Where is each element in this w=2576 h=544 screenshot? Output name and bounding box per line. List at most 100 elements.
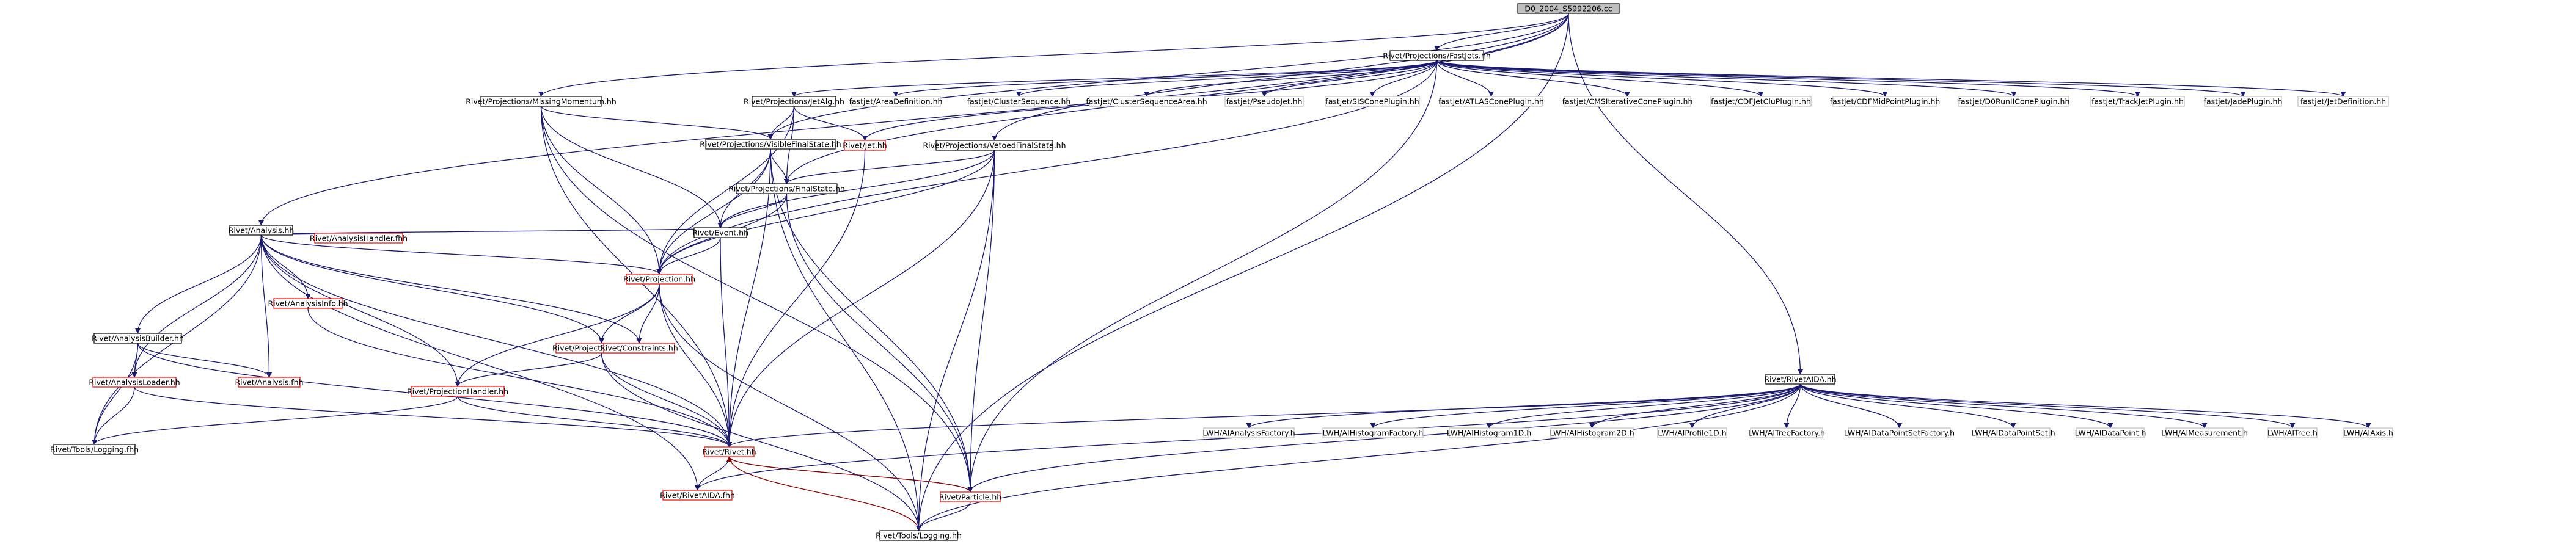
edge-root-to-logging (915, 13, 1569, 531)
edge-projhandler-to-logfhh (92, 396, 458, 445)
node-box (940, 491, 1001, 502)
node-event[interactable]: Rivet/Event.hh (692, 227, 748, 238)
edge-visiblefs-to-projection (656, 148, 771, 275)
edge-analysis-to-rivetaidafh (260, 234, 701, 491)
node-label: Rivet/Tools/Logging.fhh (50, 445, 139, 454)
node-rivet[interactable]: Rivet/Rivet.hh (702, 446, 756, 457)
edge-jet-to-rivet (726, 150, 866, 448)
node-jetalg[interactable]: Rivet/Projections/JetAlg.hh (744, 96, 844, 107)
edge-root-to-visiblefs (767, 13, 1569, 140)
node-rivetaidafh[interactable]: Rivet/RivetAIDA.fhh (660, 490, 735, 501)
node-analoader[interactable]: Rivet/AnalysisLoader.hh (89, 377, 180, 388)
node-label: fastjet/CDFJetCluPlugin.hh (1711, 97, 1811, 106)
edge-vetoedfs-to-finalstate (784, 150, 995, 184)
node-box (314, 233, 403, 244)
node-rivetaida[interactable]: Rivet/RivetAIDA.hh (1764, 374, 1837, 385)
node-jet[interactable]: Rivet/Jet.hh (843, 140, 887, 151)
node-label: fastjet/ClusterSequence.hh (967, 97, 1071, 106)
node-box (705, 139, 836, 150)
edge-rivetaida-to-logging (916, 383, 1801, 531)
node-box (411, 386, 505, 397)
node-missmom[interactable]: Rivet/Projections/MissingMomentum.hh (466, 96, 617, 107)
node-label: fastjet/CMSIterativeConePlugin.hh (1562, 97, 1693, 106)
edge-vetoedfs-to-logging (915, 150, 995, 531)
edge-analysis-to-rivet (260, 234, 733, 448)
edge-event-to-rivet (720, 237, 733, 448)
node-box (1325, 96, 1420, 107)
edge-jetalg-to-projection (656, 106, 795, 275)
node-anainfo[interactable]: Rivet/AnalysisInfo.hh (268, 298, 348, 309)
edge-fastjets-to-projection (656, 60, 1438, 275)
node-box (1765, 374, 1835, 385)
edge-projhandler-to-rivet (457, 396, 732, 448)
node-projhandler[interactable]: Rivet/ProjectionHandler.hh (407, 386, 508, 397)
node-l_hist2d: LWH/AIHistogram2D.h (1550, 427, 1634, 438)
edge-fastjets-to-f_d0run2 (1436, 60, 2017, 97)
edge-rivetaida-to-l_hist1d (1486, 383, 1801, 429)
node-box (1564, 96, 1691, 107)
node-visiblefs[interactable]: Rivet/Projections/VisibleFinalState.hh (700, 139, 841, 150)
edge-fastjets-to-particle (967, 60, 1438, 493)
edge-rivetaida-to-rivet (726, 383, 1801, 448)
edge-projection-to-projapplier (598, 283, 660, 344)
node-f_atlas: fastjet/ATLASConePlugin.hh (1438, 96, 1544, 107)
edge-jetalg-to-jet (793, 106, 868, 141)
node-anafhh[interactable]: Rivet/Analysis.fhh (235, 377, 304, 388)
node-label: Rivet/AnalysisInfo.hh (268, 299, 348, 308)
node-box (603, 343, 675, 354)
node-box (1224, 96, 1304, 107)
node-constraints[interactable]: Rivet/Constraints.hh (600, 343, 678, 354)
node-finalstate[interactable]: Rivet/Projections/FinalState.hh (728, 183, 845, 194)
node-f_d0run2: fastjet/D0RunIIConePlugin.hh (1958, 96, 2069, 107)
node-label: LWH/AIAxis.h (2343, 429, 2393, 438)
node-label: fastjet/ClusterSequenceArea.hh (1086, 97, 1207, 106)
node-logfhh[interactable]: Rivet/Tools/Logging.fhh (50, 444, 139, 455)
node-box (2204, 96, 2282, 107)
node-box (2297, 96, 2389, 107)
node-l_treefact: LWH/AITreeFactory.h (1748, 427, 1825, 438)
node-box (1517, 3, 1620, 14)
node-f_pseudojet: fastjet/PseudoJet.hh (1224, 96, 1304, 107)
node-label: Rivet/Analysis.fhh (235, 378, 303, 387)
node-label: Rivet/Projections/VetoedFinalState.hh (923, 141, 1066, 150)
edge-fastjets-to-f_atlas (1436, 60, 1495, 97)
edge-projapplier-to-projhandler (455, 352, 602, 387)
node-vetoedfs[interactable]: Rivet/Projections/VetoedFinalState.hh (923, 140, 1066, 151)
node-label: LWH/AIHistogram1D.h (1447, 429, 1531, 438)
node-f_trackjet: fastjet/TrackJetPlugin.hh (2090, 96, 2185, 107)
node-box (935, 140, 1053, 151)
node-anahandler[interactable]: Rivet/AnalysisHandler.fhh (310, 233, 408, 244)
node-projection[interactable]: Rivet/Projection.hh (623, 274, 695, 285)
edge-analysis-to-projhandler (260, 234, 461, 387)
node-box (1389, 50, 1484, 61)
edge-analysis-to-projection (260, 234, 662, 275)
node-particle[interactable]: Rivet/Particle.hh (939, 491, 1001, 502)
edge-missmom-to-event (540, 106, 723, 228)
node-f_jade: fastjet/JadePlugin.hh (2204, 96, 2282, 107)
node-label: Rivet/Analysis.hh (229, 226, 295, 235)
node-box (92, 377, 177, 388)
node-anabuilder[interactable]: Rivet/AnalysisBuilder.hh (92, 333, 184, 344)
node-box (626, 274, 693, 285)
node-box (693, 227, 747, 238)
node-box (662, 490, 733, 501)
edge-rivetaida-to-l_axis (1799, 383, 2371, 429)
node-label: Rivet/Projection.hh (623, 275, 695, 284)
edge-vetoedfs-to-event (717, 150, 995, 228)
node-logging[interactable]: Rivet/Tools/Logging.hh (876, 530, 962, 541)
node-l_tree: LWH/AITree.h (2267, 427, 2318, 438)
edge-analoader-to-logfhh (91, 386, 135, 445)
node-label: LWH/AIDataPointSet.h (1971, 429, 2055, 438)
node-fastjets[interactable]: Rivet/Projections/FastJets.hh (1383, 50, 1491, 61)
edge-fastjets-to-f_siscone (1369, 60, 1438, 97)
node-box (736, 183, 838, 194)
node-box (1089, 96, 1204, 107)
edge-visiblefs-to-particle (770, 148, 973, 493)
edge-fastjets-to-f_jetdef (1436, 60, 2346, 97)
edge-root-to-fastjets (1434, 13, 1569, 51)
node-analysis[interactable]: Rivet/Analysis.hh (229, 225, 295, 236)
edge-rivetaida-to-l_meas (1799, 383, 2208, 429)
node-l_prof1d: LWH/AIProfile1D.h (1657, 427, 1727, 438)
edge-fastjets-to-f_pseudojet (1261, 60, 1438, 97)
node-box (1203, 427, 1295, 438)
